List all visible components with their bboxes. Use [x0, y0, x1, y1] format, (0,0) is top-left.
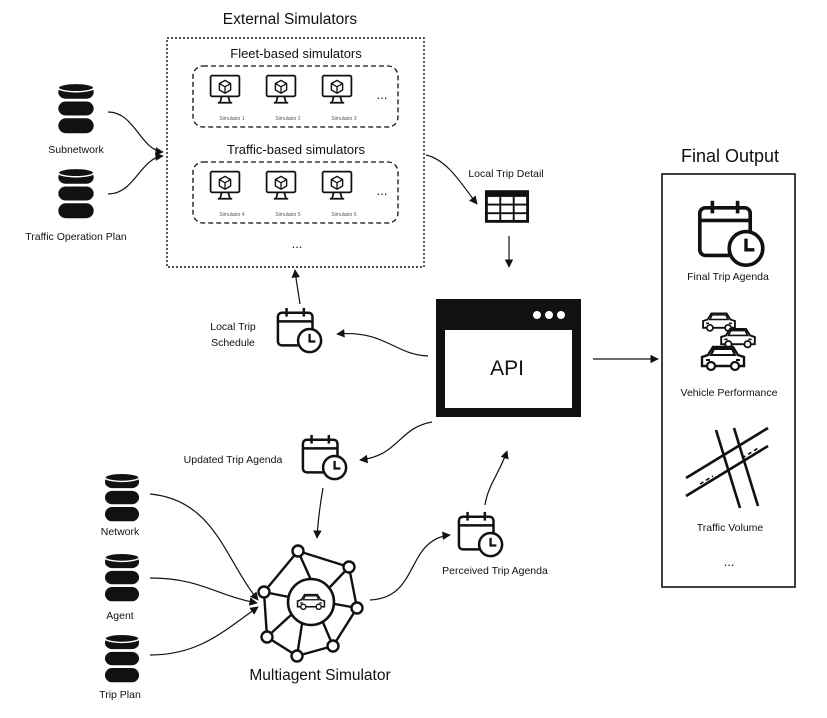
schedule-to-external-arrow	[291, 269, 301, 305]
fleet-group-box	[192, 65, 399, 128]
monitor-cube-icon	[321, 74, 353, 104]
calendar-clock-icon	[276, 306, 323, 354]
monitor-cube-icon	[321, 170, 353, 200]
perceived-to-api-arrow	[484, 450, 509, 506]
calendar-clock-icon	[697, 198, 765, 268]
traffic-group-title: Traffic-based simulators	[227, 142, 365, 157]
simulator-label: Simulator 1	[219, 116, 245, 122]
updated-trip-agenda-label: Updated Trip Agenda	[184, 454, 283, 466]
local-trip-schedule-label: Schedule	[211, 337, 255, 349]
network-car-icon	[257, 544, 364, 663]
subnetwork-arrow	[107, 111, 164, 156]
browser-window-icon	[436, 299, 581, 417]
traffic-jam-icon	[700, 312, 756, 372]
agent-label: Agent	[106, 610, 134, 622]
monitor-cube-icon	[209, 74, 241, 104]
schedule-arrow	[336, 329, 429, 357]
simulator-label: Simulator 3	[331, 116, 357, 122]
fleet-group-title: Fleet-based simulators	[230, 46, 362, 61]
database-icon	[57, 167, 95, 219]
final-output-more: ...	[724, 554, 735, 569]
updated-agenda-arrow	[359, 421, 433, 464]
calendar-clock-icon	[301, 433, 348, 481]
subnetwork-label: Subnetwork	[48, 144, 104, 156]
traffic-volume-label: Traffic Volume	[697, 522, 764, 534]
external-more: ...	[292, 236, 303, 251]
operation-plan-arrow	[107, 152, 164, 195]
monitor-cube-icon	[209, 170, 241, 200]
multiagent-to-perceived-arrow	[369, 531, 451, 601]
trip-plan-arrow	[149, 606, 259, 656]
network-label: Network	[101, 526, 140, 538]
agent-arrow	[149, 577, 258, 606]
calendar-clock-icon	[457, 510, 504, 558]
external-simulators-title: External Simulators	[223, 11, 358, 28]
database-icon	[104, 552, 140, 603]
simulator-label: Simulator 6	[331, 212, 357, 218]
database-icon	[104, 472, 140, 523]
multiagent-simulator-label: Multiagent Simulator	[249, 667, 390, 684]
traffic-group-box	[192, 161, 399, 224]
vehicle-performance-label: Vehicle Performance	[681, 387, 778, 399]
agenda-to-multiagent-arrow	[313, 487, 324, 539]
perceived-trip-agenda-label: Perceived Trip Agenda	[442, 565, 548, 577]
final-trip-agenda-label: Final Trip Agenda	[687, 271, 769, 283]
fleet-more: ...	[377, 87, 388, 102]
api-label: API	[490, 357, 524, 380]
local-trip-schedule-label: Local Trip	[210, 321, 256, 333]
final-output-box	[661, 173, 796, 588]
network-arrow	[149, 493, 259, 601]
detail-arrow	[425, 154, 478, 205]
traffic-operation-plan-label: Traffic Operation Plan	[25, 231, 127, 243]
local-trip-detail-label: Local Trip Detail	[468, 168, 543, 180]
traffic-more: ...	[377, 183, 388, 198]
external-simulators-box	[166, 37, 425, 268]
database-icon	[104, 633, 140, 684]
simulator-label: Simulator 2	[275, 116, 301, 122]
road-intersection-icon	[685, 426, 769, 509]
monitor-cube-icon	[265, 170, 297, 200]
table-grid-icon	[484, 190, 530, 223]
trip-plan-label: Trip Plan	[99, 689, 141, 701]
final-output-title: Final Output	[681, 146, 779, 166]
database-icon	[57, 82, 95, 134]
monitor-cube-icon	[265, 74, 297, 104]
simulator-label: Simulator 5	[275, 212, 301, 218]
simulator-label: Simulator 4	[219, 212, 245, 218]
